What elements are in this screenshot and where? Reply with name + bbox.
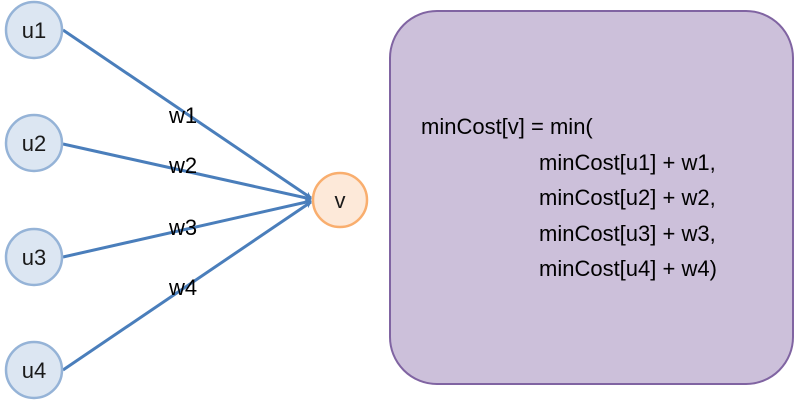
dag-diagram: w1 w2 w3 w4 u1 u2 u3 u4 v: [4, 0, 369, 400]
edge-u2-v: [62, 142, 313, 202]
node-u1: u1: [4, 0, 64, 60]
edge-weight-w2: w2: [168, 153, 197, 178]
node-u1-label: u1: [22, 18, 46, 43]
edge-weight-w4: w4: [168, 275, 197, 300]
node-u4: u4: [4, 340, 64, 400]
edge-u3-v: [62, 198, 313, 259]
edge-weight-w1: w1: [168, 103, 197, 128]
edge-weight-w3: w3: [168, 215, 197, 240]
recurrence-formula: minCost[v] = min( minCost[u1] + w1, minC…: [421, 109, 717, 287]
edge-u4-v: [62, 200, 312, 372]
edge-u1-v: [62, 28, 312, 200]
node-v: v: [311, 171, 369, 229]
formula-line-u4: minCost[u4] + w4): [539, 256, 717, 281]
formula-line-u3: minCost[u3] + w3,: [539, 220, 716, 246]
node-u4-label: u4: [22, 358, 46, 383]
recurrence-box: minCost[v] = min( minCost[u1] + w1, minC…: [389, 10, 794, 385]
node-u3-label: u3: [22, 245, 46, 270]
formula-line-header: minCost[v] = min(: [421, 114, 593, 139]
node-u3: u3: [4, 227, 64, 287]
node-v-label: v: [335, 188, 346, 213]
node-u2: u2: [4, 113, 64, 173]
node-u2-label: u2: [22, 131, 46, 156]
formula-line-u1: minCost[u1] + w1,: [539, 149, 716, 175]
formula-line-u2: minCost[u2] + w2,: [539, 185, 716, 210]
